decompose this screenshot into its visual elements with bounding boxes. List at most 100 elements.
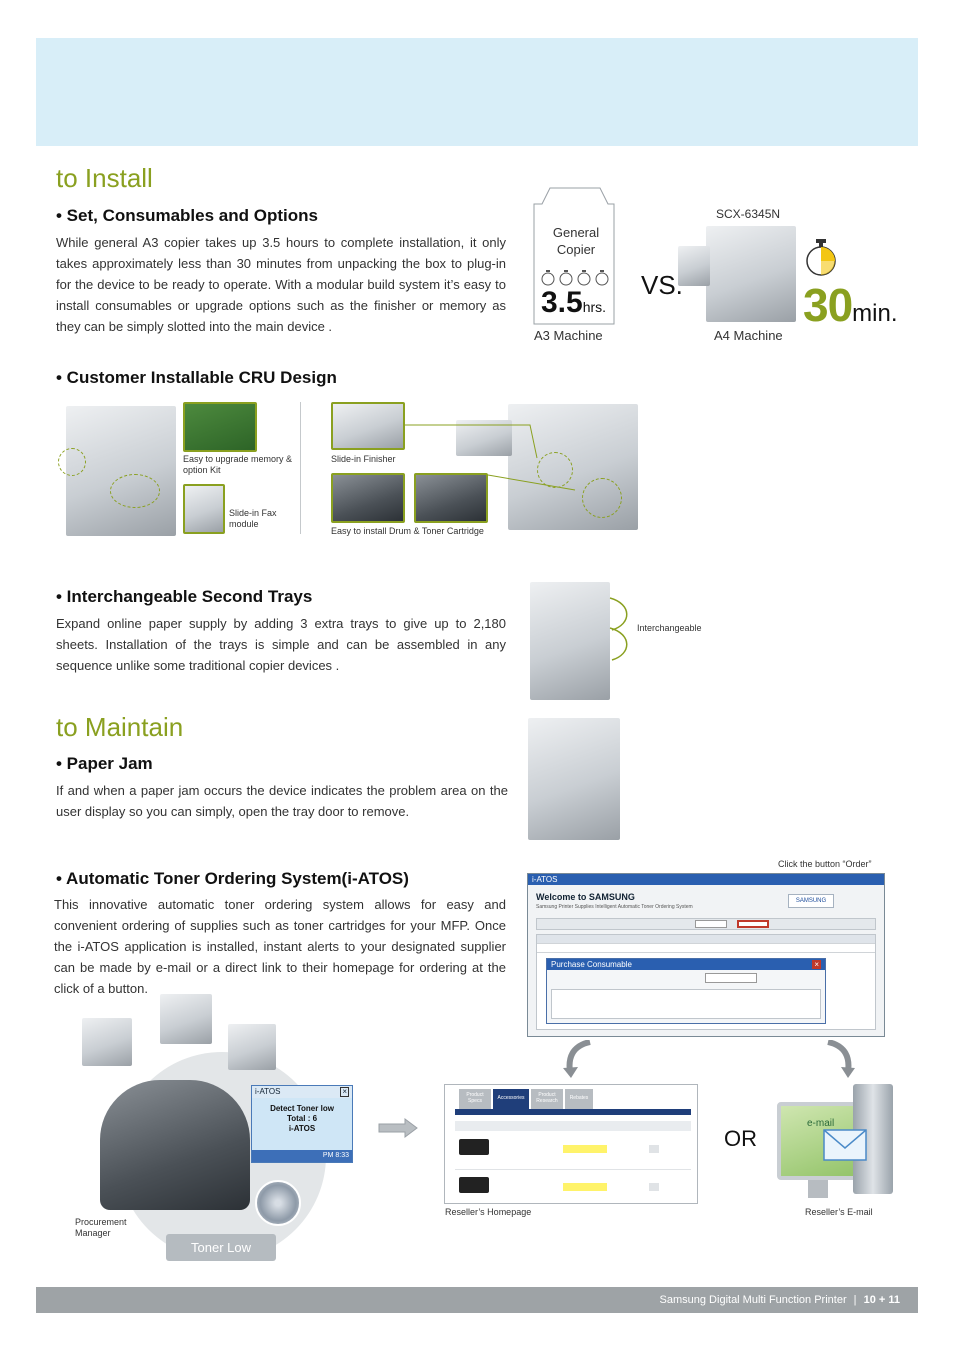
popup-line: Detect Toner low <box>270 1104 334 1113</box>
cru-heading: • Customer Installable CRU Design <box>56 368 337 387</box>
procurement-manager-photo <box>100 1080 250 1210</box>
row-divider <box>455 1169 691 1170</box>
arrow-down-left-icon <box>563 1040 591 1078</box>
finisher-photo <box>678 246 710 286</box>
click-order-caption: Click the button “Order” <box>778 859 872 869</box>
printer-3-photo <box>228 1024 276 1070</box>
price-highlight <box>563 1183 607 1191</box>
header-band <box>36 38 918 146</box>
procurement-caption: Procurement Manager <box>75 1217 127 1238</box>
send-email-button[interactable] <box>705 973 757 983</box>
jam-body: If and when a paper jam occurs the devic… <box>56 783 508 819</box>
footer-separator: | <box>853 1294 857 1306</box>
arrow-down-right-icon <box>827 1040 855 1078</box>
trays-body: Expand online paper supply by adding 3 e… <box>56 616 506 673</box>
add-checkbox[interactable] <box>649 1183 659 1191</box>
footer-bar: Samsung Digital Multi Function Printer |… <box>36 1287 918 1313</box>
maintain-title: to Maintain <box>56 712 184 742</box>
a4-machine-label: A4 Machine <box>714 328 783 343</box>
purchase-grid <box>551 989 821 1019</box>
app-title-bar: i-ATOS <box>528 874 884 885</box>
general-copier-label: General Copier <box>552 225 600 257</box>
popup-line: i-ATOS <box>288 1124 316 1133</box>
tab-rebates[interactable]: Rebates <box>565 1089 593 1109</box>
reseller-homepage-screenshot: Product Specs Accessories Product Resear… <box>444 1084 698 1204</box>
homepage-caption: Reseller’s Homepage <box>445 1207 532 1217</box>
page-numbers: 10 + 11 <box>863 1294 900 1306</box>
samsung-logo: SAMSUNG <box>788 894 834 908</box>
email-caption: Reseller’s E-mail <box>805 1207 873 1217</box>
popup-line: Total : 6 <box>286 1114 318 1123</box>
finisher-tray-photo <box>456 420 512 456</box>
refresh-button[interactable] <box>695 920 727 928</box>
divider <box>300 402 301 534</box>
taskbar: PM 8:33 <box>252 1150 352 1162</box>
highlight-circle <box>537 452 573 488</box>
filter-bar <box>536 918 876 930</box>
arrow-right-icon <box>378 1118 418 1138</box>
stopwatch-icon <box>806 239 836 276</box>
purchase-title-bar: Purchase Consumable × <box>547 959 825 970</box>
purchase-title: Purchase Consumable <box>551 960 632 969</box>
trays-heading: • Interchangeable Second Trays <box>56 587 313 606</box>
close-icon[interactable]: × <box>340 1087 349 1097</box>
set-body: While general A3 copier takes up 3.5 hou… <box>56 235 506 334</box>
a3-copier-outline <box>533 187 615 325</box>
highlight-circle <box>58 448 86 476</box>
drum-photo-1 <box>331 473 405 523</box>
price-highlight <box>563 1145 607 1153</box>
toner-alert-popup: i-ATOS× Detect Toner low Total : 6 i-ATO… <box>251 1085 353 1163</box>
highlight-circle <box>582 478 622 518</box>
toner-low-badge: Toner Low <box>166 1234 276 1261</box>
hours-value: 3.5 <box>541 286 583 319</box>
toner-cartridge-photo <box>459 1177 489 1193</box>
footer-text: Samsung Digital Multi Function Printer |… <box>660 1294 900 1306</box>
jam-heading: • Paper Jam <box>56 754 153 773</box>
tab-product-specs[interactable]: Product Specs <box>459 1089 491 1109</box>
highlight-circle <box>110 474 160 508</box>
drum-caption: Easy to install Drum & Toner Cartridge <box>331 526 484 536</box>
add-checkbox[interactable] <box>649 1145 659 1153</box>
drum-photo-2 <box>414 473 488 523</box>
app-window-title: i-ATOS <box>532 875 558 884</box>
finisher-thumb-photo <box>331 402 405 450</box>
email-monitor: e-mail <box>777 1102 859 1180</box>
close-icon[interactable]: × <box>812 960 821 969</box>
homepage-nav-bar <box>455 1109 691 1115</box>
atos-app-screenshot: i-ATOS Welcome to SAMSUNG Samsung Printe… <box>527 873 885 1037</box>
memory-caption: Easy to upgrade memory & option Kit <box>183 454 293 475</box>
popup-title-bar: i-ATOS× <box>252 1086 352 1098</box>
purchase-dialog: Purchase Consumable × <box>546 958 826 1024</box>
taskbar-time: PM 8:33 <box>322 1152 349 1159</box>
envelope-icon <box>823 1129 867 1161</box>
finisher-caption: Slide-in Finisher <box>331 454 396 464</box>
printer-1-photo <box>82 1018 132 1066</box>
hours-unit: hrs. <box>582 299 607 315</box>
tab-product-research[interactable]: Product Research <box>531 1089 563 1109</box>
interchangeable-caption: Interchangeable <box>637 623 702 633</box>
install-title: to Install <box>56 163 153 193</box>
paper-jam-photo <box>528 718 620 840</box>
min-value: 30 <box>803 279 853 331</box>
atos-heading: • Automatic Toner Ordering System(i-ATOS… <box>56 869 409 888</box>
homepage-tabs: Product Specs Accessories Product Resear… <box>459 1089 593 1109</box>
a4-machine-photo <box>706 226 796 322</box>
or-label: OR <box>724 1126 757 1151</box>
a3-machine-label: A3 Machine <box>534 328 603 343</box>
monitor-stand <box>808 1180 828 1198</box>
grid-header <box>537 935 875 944</box>
tab-accessories[interactable]: Accessories <box>493 1089 529 1109</box>
set-heading: • Set, Consumables and Options <box>56 206 318 225</box>
email-label: e-mail <box>807 1118 835 1129</box>
purchase-button[interactable] <box>737 920 769 928</box>
min-unit: min. <box>852 300 898 327</box>
fax-module-photo <box>183 484 225 534</box>
grid-row[interactable] <box>537 944 875 953</box>
min-readout: 30min. <box>803 278 898 332</box>
printer-2-photo <box>160 994 212 1044</box>
welcome-text: Welcome to SAMSUNG <box>536 892 635 902</box>
callout-lines <box>405 424 576 491</box>
model-label: SCX-6345N <box>716 207 781 221</box>
popup-message: Detect Toner low Total : 6 i-ATOS <box>252 1104 352 1134</box>
printer-photo <box>66 406 176 536</box>
